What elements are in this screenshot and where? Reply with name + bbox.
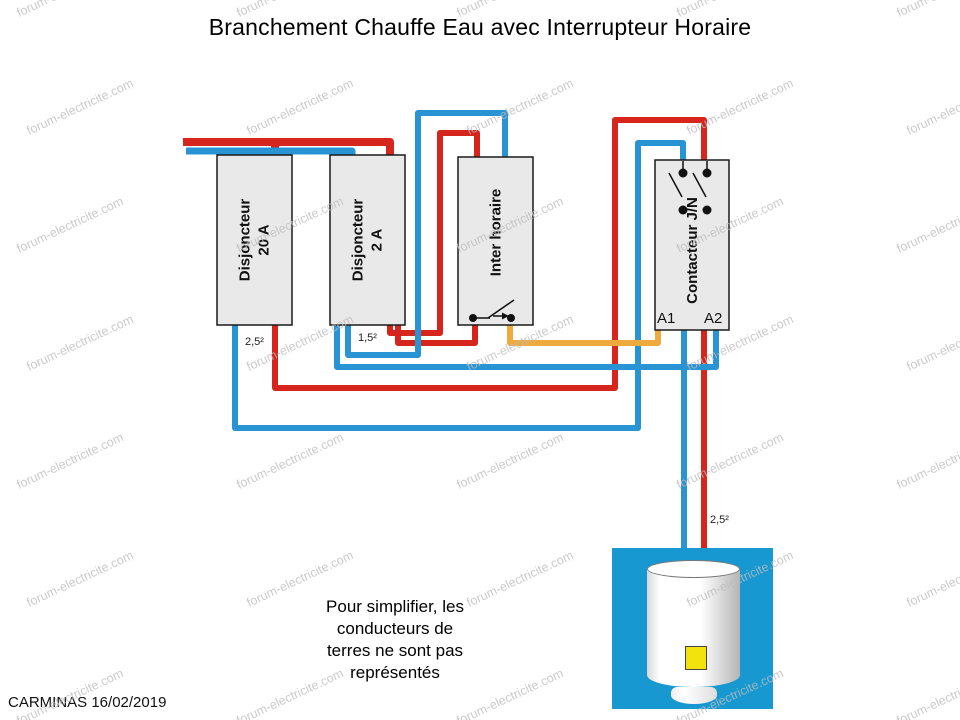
note-line3: terres ne sont pas <box>326 641 464 660</box>
author-credit: CARMINAS 16/02/2019 <box>8 694 167 711</box>
wire-label-2-5-heater: 2,5² <box>710 514 729 526</box>
contactor-poles-symbol <box>668 161 712 215</box>
water-heater-thermostat-cover <box>685 646 707 670</box>
wire-timer-supply-blue <box>345 110 508 358</box>
note-line2: conducteurs de <box>336 619 454 638</box>
timer-switch-symbol <box>469 299 515 322</box>
wire-power-red <box>272 117 707 391</box>
diagram-note: Pour simplifier, les conducteurs de terr… <box>290 596 500 684</box>
wire-power-blue <box>232 140 686 431</box>
wire-label-2-5-disjoncteur20: 2,5² <box>245 336 264 348</box>
terminal-a1: A1 <box>657 310 676 327</box>
wire-coil-blue-a2 <box>334 322 719 370</box>
page-title: Branchement Chauffe Eau avec Interrupteu… <box>208 14 752 40</box>
water-heater-foot <box>671 687 717 704</box>
note-line4: représentés <box>350 663 440 682</box>
disjoncteur-2a-box <box>329 154 406 326</box>
inter-horaire-box <box>457 156 534 326</box>
wire-label-1-5-disjoncteur2: 1,5² <box>358 332 377 344</box>
note-line1: Pour simplifier, les <box>326 597 464 616</box>
water-heater <box>612 548 773 709</box>
wire-coil-orange-a1 <box>507 322 661 346</box>
terminal-a2: A2 <box>704 310 723 327</box>
wire-timer-supply-red <box>387 130 480 336</box>
contacteur-box <box>654 159 730 331</box>
water-heater-tank-top <box>647 560 740 578</box>
disjoncteur-20a-box <box>216 154 293 326</box>
